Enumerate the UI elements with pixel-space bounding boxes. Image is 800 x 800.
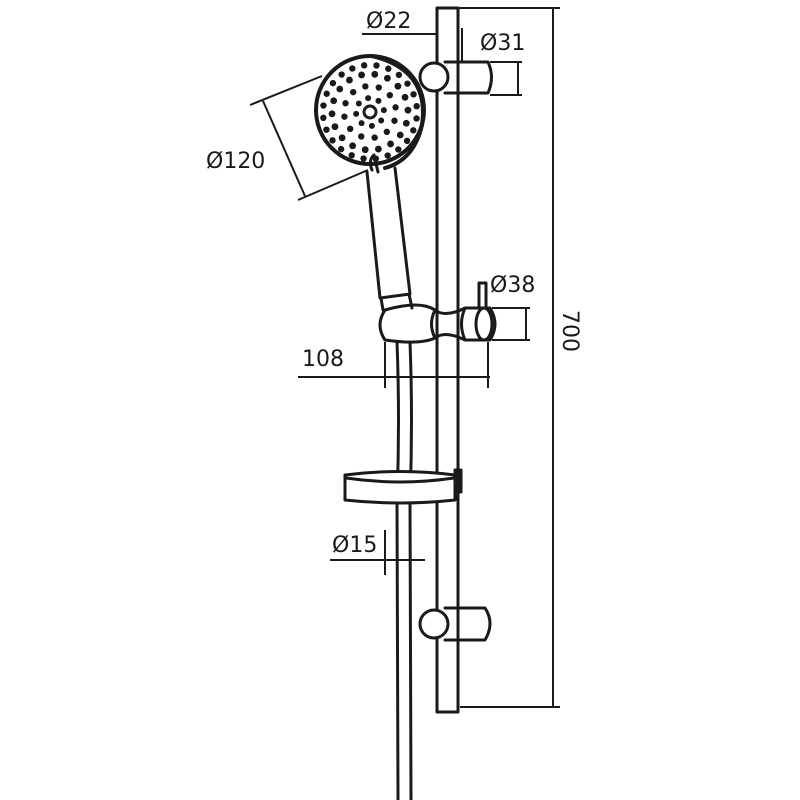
nozzle-icon [402, 119, 410, 127]
nozzle-icon [323, 126, 330, 133]
bottom-wall-bracket [418, 606, 492, 642]
nozzle-icon [349, 142, 357, 150]
nozzle-icon [342, 100, 349, 107]
nozzle-icon [374, 145, 382, 153]
nozzle-icon [368, 122, 375, 129]
nozzle-icon [395, 146, 402, 153]
nozzle-icon [329, 79, 337, 87]
nozzle-icon [331, 123, 339, 131]
nozzle-icon [371, 134, 378, 141]
nozzle-icon [401, 93, 409, 101]
nozzle-icon [360, 62, 368, 69]
nozzle-icon [338, 71, 345, 78]
nozzle-icon [358, 71, 366, 79]
nozzle-icon [383, 74, 391, 82]
nozzle-icon [413, 115, 420, 122]
nozzle-icon [375, 84, 382, 91]
nozzle-icon [358, 120, 365, 127]
nozzle-icon [387, 140, 394, 148]
nozzle-icon [386, 91, 394, 99]
rail-diameter-label: Ø22 [366, 9, 411, 34]
nozzle-icon [320, 114, 327, 122]
nozzle-icon [395, 71, 403, 79]
nozzle-icon [391, 117, 398, 124]
nozzle-icon [404, 106, 412, 114]
nozzle-icon [349, 65, 356, 72]
rail-length-dimension [440, 7, 560, 708]
nozzle-icon [392, 104, 399, 111]
nozzle-icon [341, 113, 348, 120]
holder-projection-dimension [298, 342, 490, 388]
nozzle-icon [383, 128, 391, 136]
head-diameter-dimension [249, 75, 369, 201]
nozzle-icon [410, 91, 417, 98]
nozzle-icon [338, 134, 346, 142]
nozzle-icon [328, 110, 336, 118]
shower-handle [365, 153, 414, 312]
top-wall-bracket [418, 60, 522, 96]
nozzle-icon [329, 137, 336, 144]
nozzle-icon [362, 83, 369, 90]
hand-shower-head [314, 54, 426, 170]
holder-projection-label: 108 [302, 347, 344, 372]
hose-diameter-dimension [330, 530, 425, 575]
nozzle-icon [336, 85, 344, 93]
nozzle-icon [320, 102, 327, 109]
nozzle-icon [348, 152, 355, 159]
nozzle-icon [384, 152, 391, 159]
nozzle-icon [358, 133, 365, 140]
nozzle-icon [355, 100, 362, 107]
bracket-diameter-label: Ø31 [480, 31, 525, 56]
nozzle-icon [380, 107, 387, 114]
shower-hose [395, 340, 413, 800]
soap-dish [343, 468, 463, 505]
nozzle-icon [413, 102, 420, 110]
nozzle-icon [385, 65, 392, 72]
nozzle-icon [346, 76, 353, 84]
nozzle-icon [410, 127, 417, 134]
nozzle-icon [373, 62, 380, 69]
nozzle-icon [394, 82, 402, 90]
nozzle-icon [396, 131, 404, 139]
head-diameter-label: Ø120 [206, 149, 265, 174]
nozzle-icon [371, 70, 379, 78]
nozzle-icon [365, 95, 372, 102]
nozzle-icon [346, 125, 354, 133]
nozzle-icon [360, 155, 367, 162]
nozzle-icon [337, 145, 345, 153]
nozzle-icon [375, 97, 382, 104]
nozzle-icon [403, 137, 411, 145]
nozzle-icon [404, 80, 411, 87]
nozzle-icon [353, 110, 360, 117]
nozzle-icon [349, 88, 357, 96]
slide-rail [435, 6, 460, 714]
holder-diameter-label: Ø38 [490, 273, 535, 298]
rail-length-label: 700 [557, 310, 582, 352]
nozzle-icon [361, 146, 369, 154]
nozzle-icon [330, 97, 338, 105]
nozzle-icon [323, 90, 330, 97]
shower-holder [378, 281, 530, 344]
nozzle-icon [378, 117, 385, 124]
hose-diameter-label: Ø15 [332, 533, 377, 558]
